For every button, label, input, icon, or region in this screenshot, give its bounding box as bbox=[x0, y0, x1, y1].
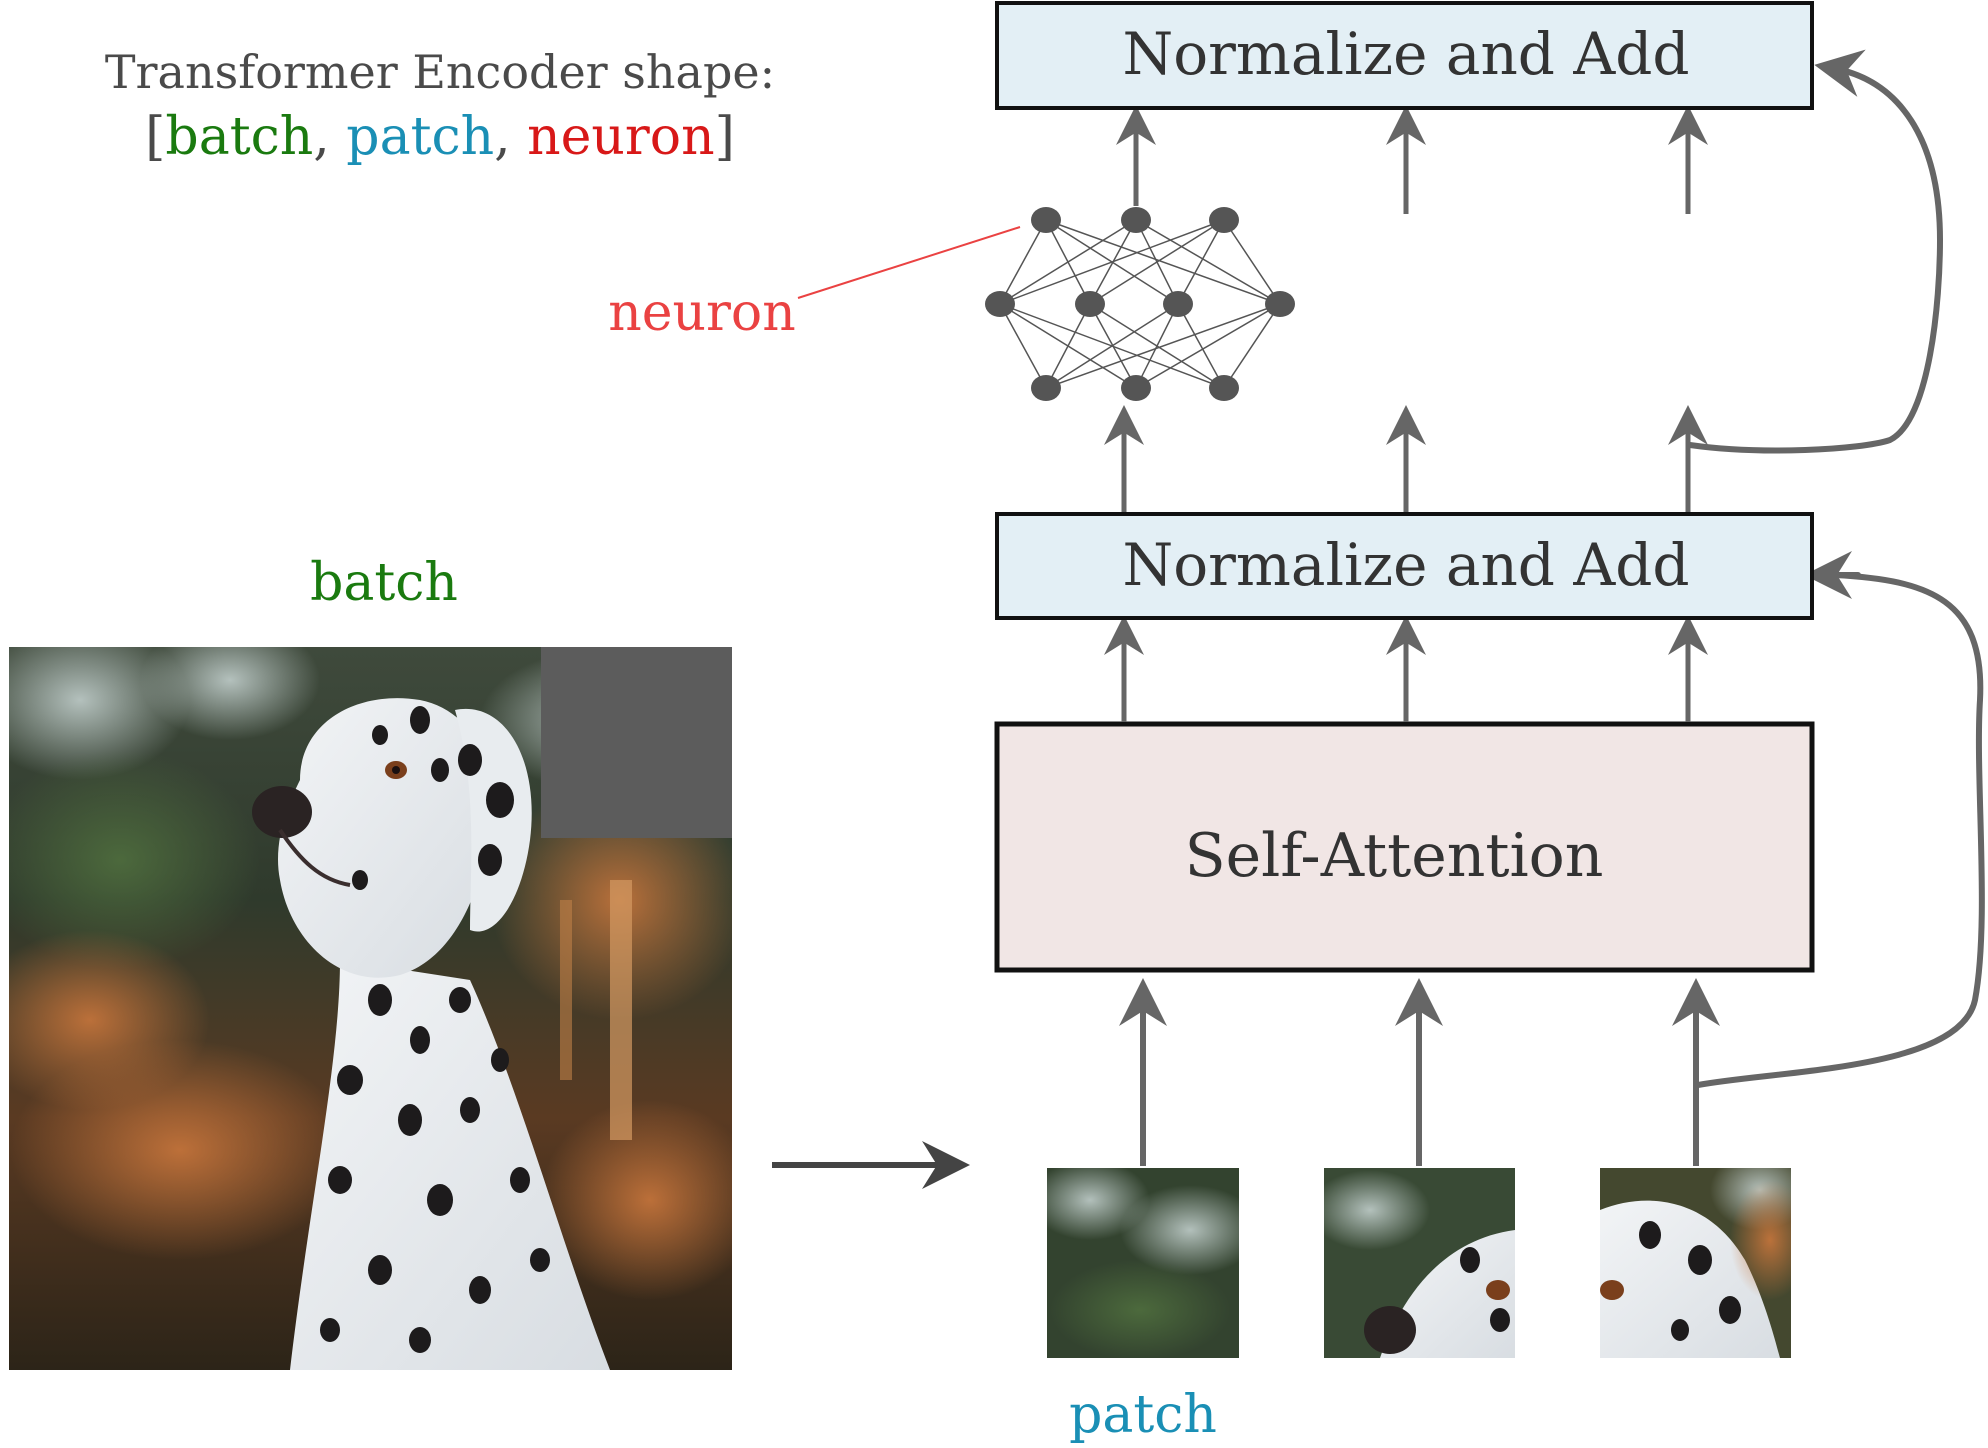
neuron-label: neuron bbox=[608, 283, 795, 343]
tuple-batch: batch bbox=[165, 107, 313, 167]
self-attention-label: Self-Attention bbox=[1185, 821, 1604, 891]
norm-add-top-block bbox=[995, 1, 1814, 110]
patch-image-3 bbox=[1600, 1168, 1791, 1358]
batch-image bbox=[9, 647, 732, 1370]
batch-label: batch bbox=[310, 553, 458, 613]
tuple-sep-2: , bbox=[494, 107, 527, 167]
tuple-open-bracket: [ bbox=[145, 107, 165, 167]
tuple-patch: patch bbox=[346, 107, 494, 167]
tuple-sep-1: , bbox=[313, 107, 346, 167]
patch-image-2 bbox=[1324, 1168, 1515, 1358]
feed-forward-network bbox=[999, 219, 1281, 389]
norm-add-bottom-label: Normalize and Add bbox=[1122, 531, 1689, 599]
neuron-pointer bbox=[797, 226, 1021, 299]
patch-label: patch bbox=[1069, 1385, 1217, 1445]
shape-tuple: [batch, patch, neuron] bbox=[145, 107, 735, 167]
norm-add-bottom-block bbox=[995, 512, 1814, 620]
residual-arrow-bottom bbox=[1697, 551, 1985, 1088]
patch-image-1 bbox=[1047, 1168, 1239, 1358]
norm-add-top-label: Normalize and Add bbox=[1122, 20, 1689, 88]
residual-arrow-top bbox=[1689, 49, 1944, 454]
self-attention-block bbox=[994, 721, 1815, 973]
tuple-neuron: neuron bbox=[527, 107, 714, 167]
tuple-close-bracket: ] bbox=[715, 107, 735, 167]
shape-title: Transformer Encoder shape: bbox=[105, 45, 775, 99]
network-nodes bbox=[985, 207, 1295, 401]
